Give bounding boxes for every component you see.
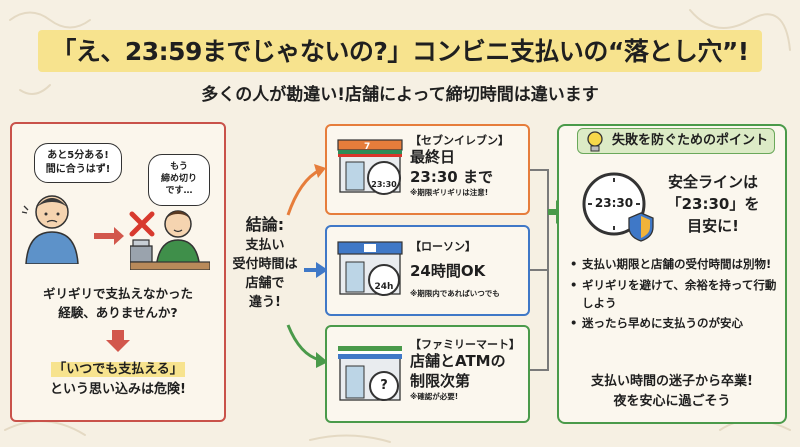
tips-panel-header: 失敗を防ぐためのポイント	[577, 128, 775, 154]
store-note: ※期限ギリギリは注意!	[410, 188, 489, 197]
branch-arrows	[286, 164, 328, 368]
lawson-store-icon	[337, 241, 403, 296]
seven-eleven-clock-label: 23:30	[371, 180, 397, 189]
list-item: 迷ったら早めに支払うのが安心	[570, 315, 780, 333]
arrow-right-icon	[94, 227, 124, 245]
title-highlight-band	[38, 30, 762, 72]
question-line: ギリギリで支払えなかった	[42, 286, 193, 301]
closing-message: 支払い時間の迷子から卒業! 夜を安心に過ごそう	[560, 372, 784, 411]
conclusion-line: 受付時間は	[232, 257, 298, 273]
store-note: ※期限内であればいつでも	[410, 288, 500, 298]
lawson-clock-label: 24h	[374, 282, 394, 292]
store-hours: 24時間OK	[410, 262, 486, 280]
familymart-info: 【ファミリーマート】 店舗とATMの 制限次第 ※確認が必要!	[410, 336, 528, 402]
question-line: 経験、ありませんか?	[58, 305, 178, 321]
bubble-text: 間に合うはず!	[45, 163, 111, 175]
warning-line: 「いつでも支払える」	[51, 362, 185, 377]
safety-clock-label: 23:30	[594, 196, 634, 210]
arrow-down-icon	[106, 330, 130, 352]
problem-question: ギリギリで支払えなかった 経験、ありませんか?	[14, 284, 222, 323]
svg-text:7: 7	[364, 142, 370, 152]
store-clerk-illustration	[130, 210, 210, 270]
safe-line: 安全ラインは	[667, 173, 758, 191]
worried-customer-illustration	[21, 195, 79, 264]
familymart-clock-label: ?	[380, 378, 388, 393]
safe-line-message: 安全ラインは 「23:30」を 目安に!	[648, 172, 778, 237]
bubble-text: です…	[165, 186, 193, 197]
shield-icon	[628, 212, 654, 242]
seven-eleven-info: 【セブンイレブン】 最終日 23:30 まで ※期限ギリギリは注意!	[410, 132, 528, 198]
store-hours: 最終日	[410, 148, 456, 166]
store-hours: 23:30 まで	[410, 167, 493, 186]
conclusion-heading: 結論:	[245, 215, 285, 234]
conclusion-line: 支払い	[245, 238, 285, 254]
lawson-info: 【ローソン】 24時間OK ※期限内であればいつでも	[410, 238, 528, 299]
customer-speech-bubble: あと5分ある! 間に合うはず!	[34, 143, 122, 183]
page-subtitle: 多くの人が勘違い!店舗によって締切時間は違います	[201, 85, 599, 105]
conclusion-line: 違う!	[249, 294, 281, 310]
warning-line: という思い込みは危険!	[50, 382, 186, 398]
seven-eleven-store-icon: 7	[337, 139, 403, 195]
tips-panel	[557, 124, 787, 424]
bubble-text: もう	[170, 162, 188, 172]
conclusion-line: 店舗で	[245, 275, 285, 291]
store-name: 【ローソン】	[410, 240, 476, 253]
store-name: 【ファミリーマート】	[410, 338, 520, 351]
clerk-speech-bubble: もう 締め切り です…	[148, 154, 210, 206]
conclusion-text: 結論: 支払い 受付時間は 店舗で 違う!	[228, 213, 302, 313]
page-title: 「え、23:59までじゃないの?」コンビニ支払いの“落とし穴”!	[51, 37, 749, 66]
closing-line: 支払い時間の迷子から卒業!	[591, 374, 753, 389]
cross-mark-icon	[129, 211, 155, 237]
lightbulb-icon	[587, 131, 603, 152]
store-note: ※確認が必要!	[410, 392, 459, 401]
store-hours: 店舗とATMの	[410, 352, 506, 370]
store-name: 【セブンイレブン】	[410, 134, 509, 147]
store-hours: 制限次第	[410, 371, 471, 390]
list-item: 支払い期限と店舗の受付時間は別物!	[570, 256, 780, 274]
familymart-store-icon	[338, 346, 402, 401]
warning-message: 「いつでも支払える」 という思い込みは危険!	[14, 360, 222, 400]
tips-list: 支払い期限と店舗の受付時間は別物! ギリギリを避けて、余裕を持って行動しよう 迷…	[570, 256, 780, 336]
bubble-text: あと5分ある!	[47, 150, 109, 161]
list-item: ギリギリを避けて、余裕を持って行動しよう	[570, 277, 780, 313]
safe-line: 目安に!	[687, 216, 739, 235]
bubble-text: 締め切り	[160, 174, 197, 185]
closing-line: 夜を安心に過ごそう	[613, 393, 731, 409]
safe-line: 「23:30」を	[666, 194, 760, 213]
